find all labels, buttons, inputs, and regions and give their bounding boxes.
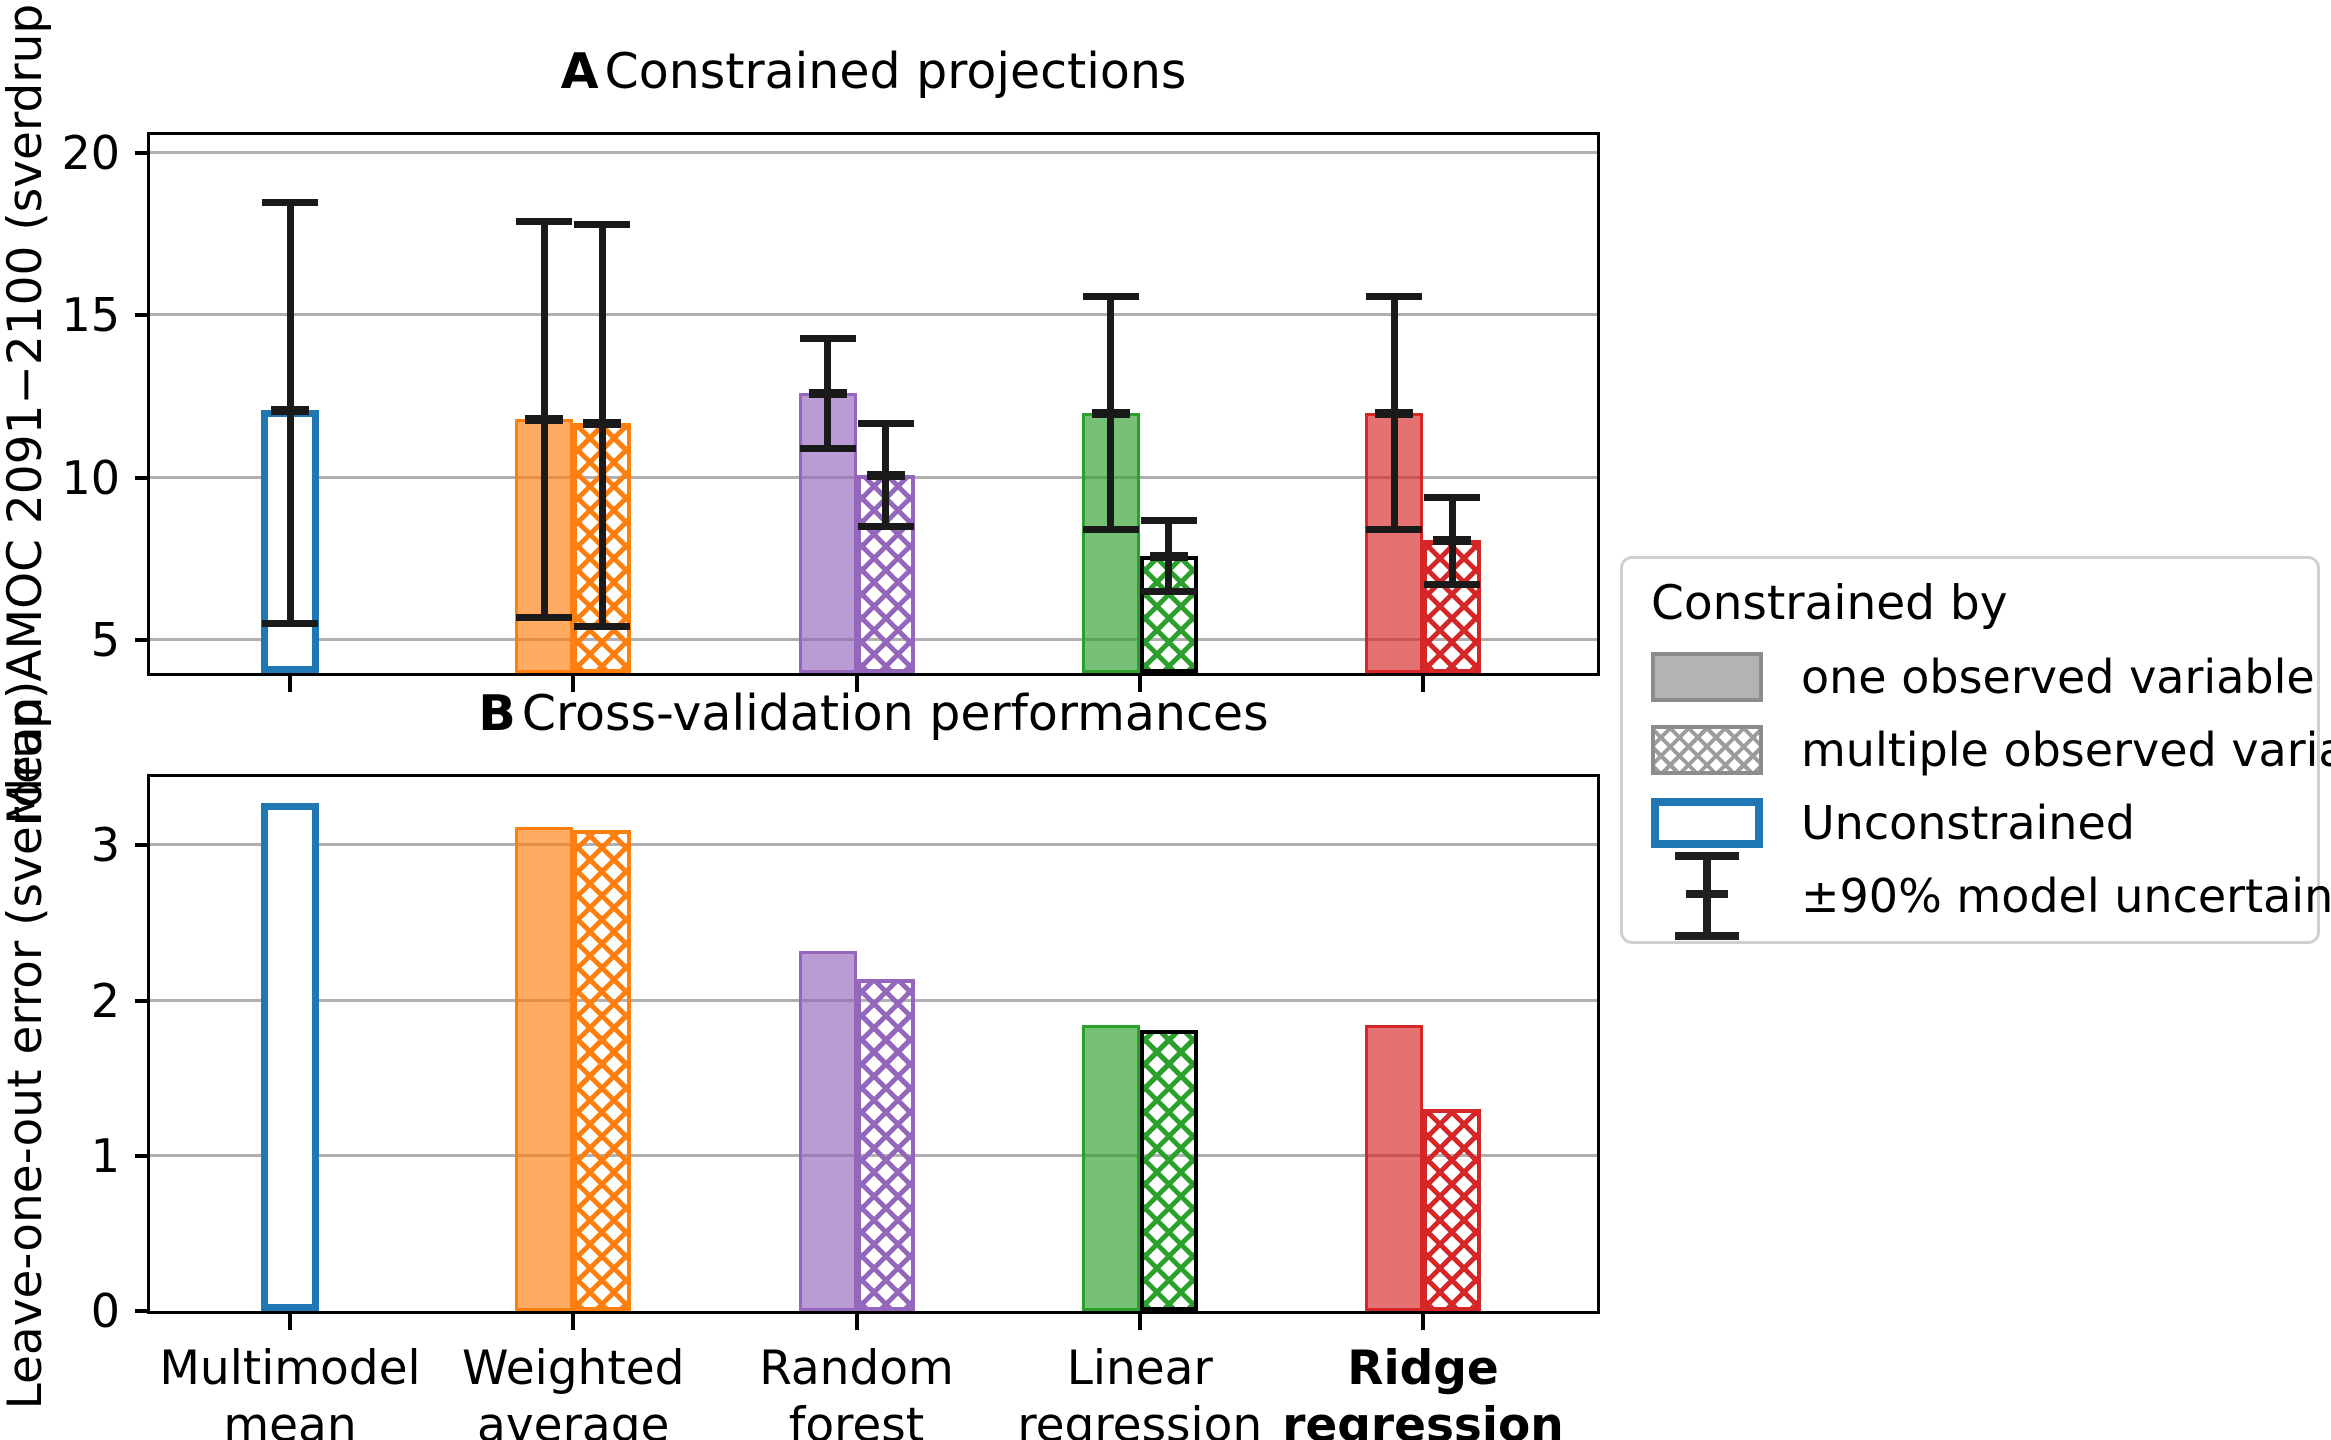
legend: Constrained by one observed variable mul… [1620, 556, 2331, 944]
bar-b-group3-hatched [1139, 1030, 1198, 1311]
gridline [150, 150, 1597, 154]
legend-item-label: one observed variable [1801, 650, 2315, 704]
error-bar-cap [1082, 525, 1139, 533]
errorbar-icon [1675, 852, 1739, 940]
panel-b-title-text: Cross-validation performances [521, 685, 1269, 742]
y-tick-label: 20 [61, 125, 120, 180]
error-bar-cap [1082, 292, 1139, 300]
error-bar-mean-marker [1433, 535, 1471, 545]
y-tick [135, 313, 150, 318]
y-tick [135, 1309, 150, 1313]
error-bar-cap [1424, 494, 1480, 502]
legend-item-label: multiple observed variables [1801, 723, 2331, 777]
x-tick [288, 676, 292, 692]
x-tick [854, 1314, 859, 1330]
y-tick-label: 0 [90, 1284, 120, 1338]
error-bar-cap [1366, 525, 1422, 533]
bar-b-group1-solid [515, 826, 574, 1311]
y-tick-label: 2 [90, 973, 120, 1028]
y-tick-label: 15 [61, 288, 120, 343]
legend-item-uncertainty: ±90% model uncertainty [1651, 852, 2331, 940]
panel-a-plot [147, 132, 1600, 676]
panel-b-letter: B [478, 685, 516, 742]
y-tick [135, 475, 150, 480]
y-tick [135, 843, 150, 848]
error-bar-cap [262, 620, 318, 628]
legend-item-one-observed: one observed variable [1651, 648, 2315, 706]
bar-b-group0-outline [261, 803, 319, 1311]
x-tick [571, 1314, 576, 1330]
y-tick [135, 998, 150, 1003]
bar-b-group1-hatched [573, 829, 632, 1311]
x-tick [854, 676, 859, 692]
error-bar-cap [857, 419, 914, 427]
gridline [150, 313, 1597, 317]
error-bar-cap [262, 198, 318, 206]
error-bar-mean-marker [808, 389, 847, 399]
error-bar-mean-marker [1149, 551, 1188, 561]
y-tick-label: 3 [90, 818, 120, 873]
x-tick [571, 676, 576, 692]
error-bar-cap [516, 613, 573, 621]
error-bar-cap [799, 444, 856, 452]
bar-b-group2-solid [798, 950, 857, 1311]
legend-title: Constrained by [1651, 576, 2008, 631]
hatched-swatch-icon [1651, 725, 1763, 775]
panel-a-title-text: Constrained projections [604, 43, 1187, 100]
legend-item-label: ±90% model uncertainty [1801, 869, 2331, 923]
bar-b-group3-solid [1081, 1025, 1140, 1311]
error-bar-cap [857, 522, 914, 530]
y-tick [135, 150, 150, 155]
error-bar-mean-marker [866, 470, 905, 480]
bar-a-group4-solid [1365, 412, 1423, 673]
legend-item-unconstrained: Unconstrained [1651, 794, 2289, 852]
panel-b-plot [147, 774, 1600, 1314]
y-tick-label: 10 [61, 450, 120, 505]
solid-swatch-icon [1651, 652, 1763, 702]
panel-a-letter: A [560, 43, 599, 100]
error-bar-cap [574, 623, 631, 631]
error-bar-cap [1140, 517, 1197, 525]
bar-b-group4-hatched [1423, 1109, 1481, 1311]
outline-swatch-icon [1651, 798, 1763, 848]
bar-a-group2-hatched [856, 474, 915, 673]
y-tick [135, 1153, 150, 1158]
gridline [150, 843, 1597, 847]
bar-b-group4-solid [1365, 1025, 1423, 1311]
x-tick [288, 1314, 292, 1330]
error-bar-mean-marker [1091, 408, 1130, 418]
error-bar-cap [1366, 292, 1422, 300]
error-bar-mean-marker [1375, 408, 1413, 418]
legend-item-multiple-observed: multiple observed variables [1651, 721, 2331, 779]
error-bar-mean-marker [583, 418, 622, 428]
error-bar-cap [1140, 587, 1197, 595]
error-bar-mean-marker [525, 415, 564, 425]
error-bar-mean-marker [271, 405, 309, 415]
x-tick [1137, 1314, 1142, 1330]
error-bar-cap [516, 218, 573, 226]
error-bar-cap [799, 335, 856, 343]
y-tick-label: 1 [90, 1128, 120, 1183]
error-bar-cap [574, 221, 631, 229]
legend-item-label: Unconstrained [1801, 796, 2135, 850]
error-bar-cap [1424, 581, 1480, 589]
x-tick [1421, 676, 1425, 692]
x-tick [1137, 676, 1142, 692]
y-tick-label: 5 [90, 613, 120, 668]
x-tick [1421, 1314, 1425, 1330]
y-tick [135, 638, 150, 643]
bar-b-group2-hatched [856, 978, 915, 1311]
